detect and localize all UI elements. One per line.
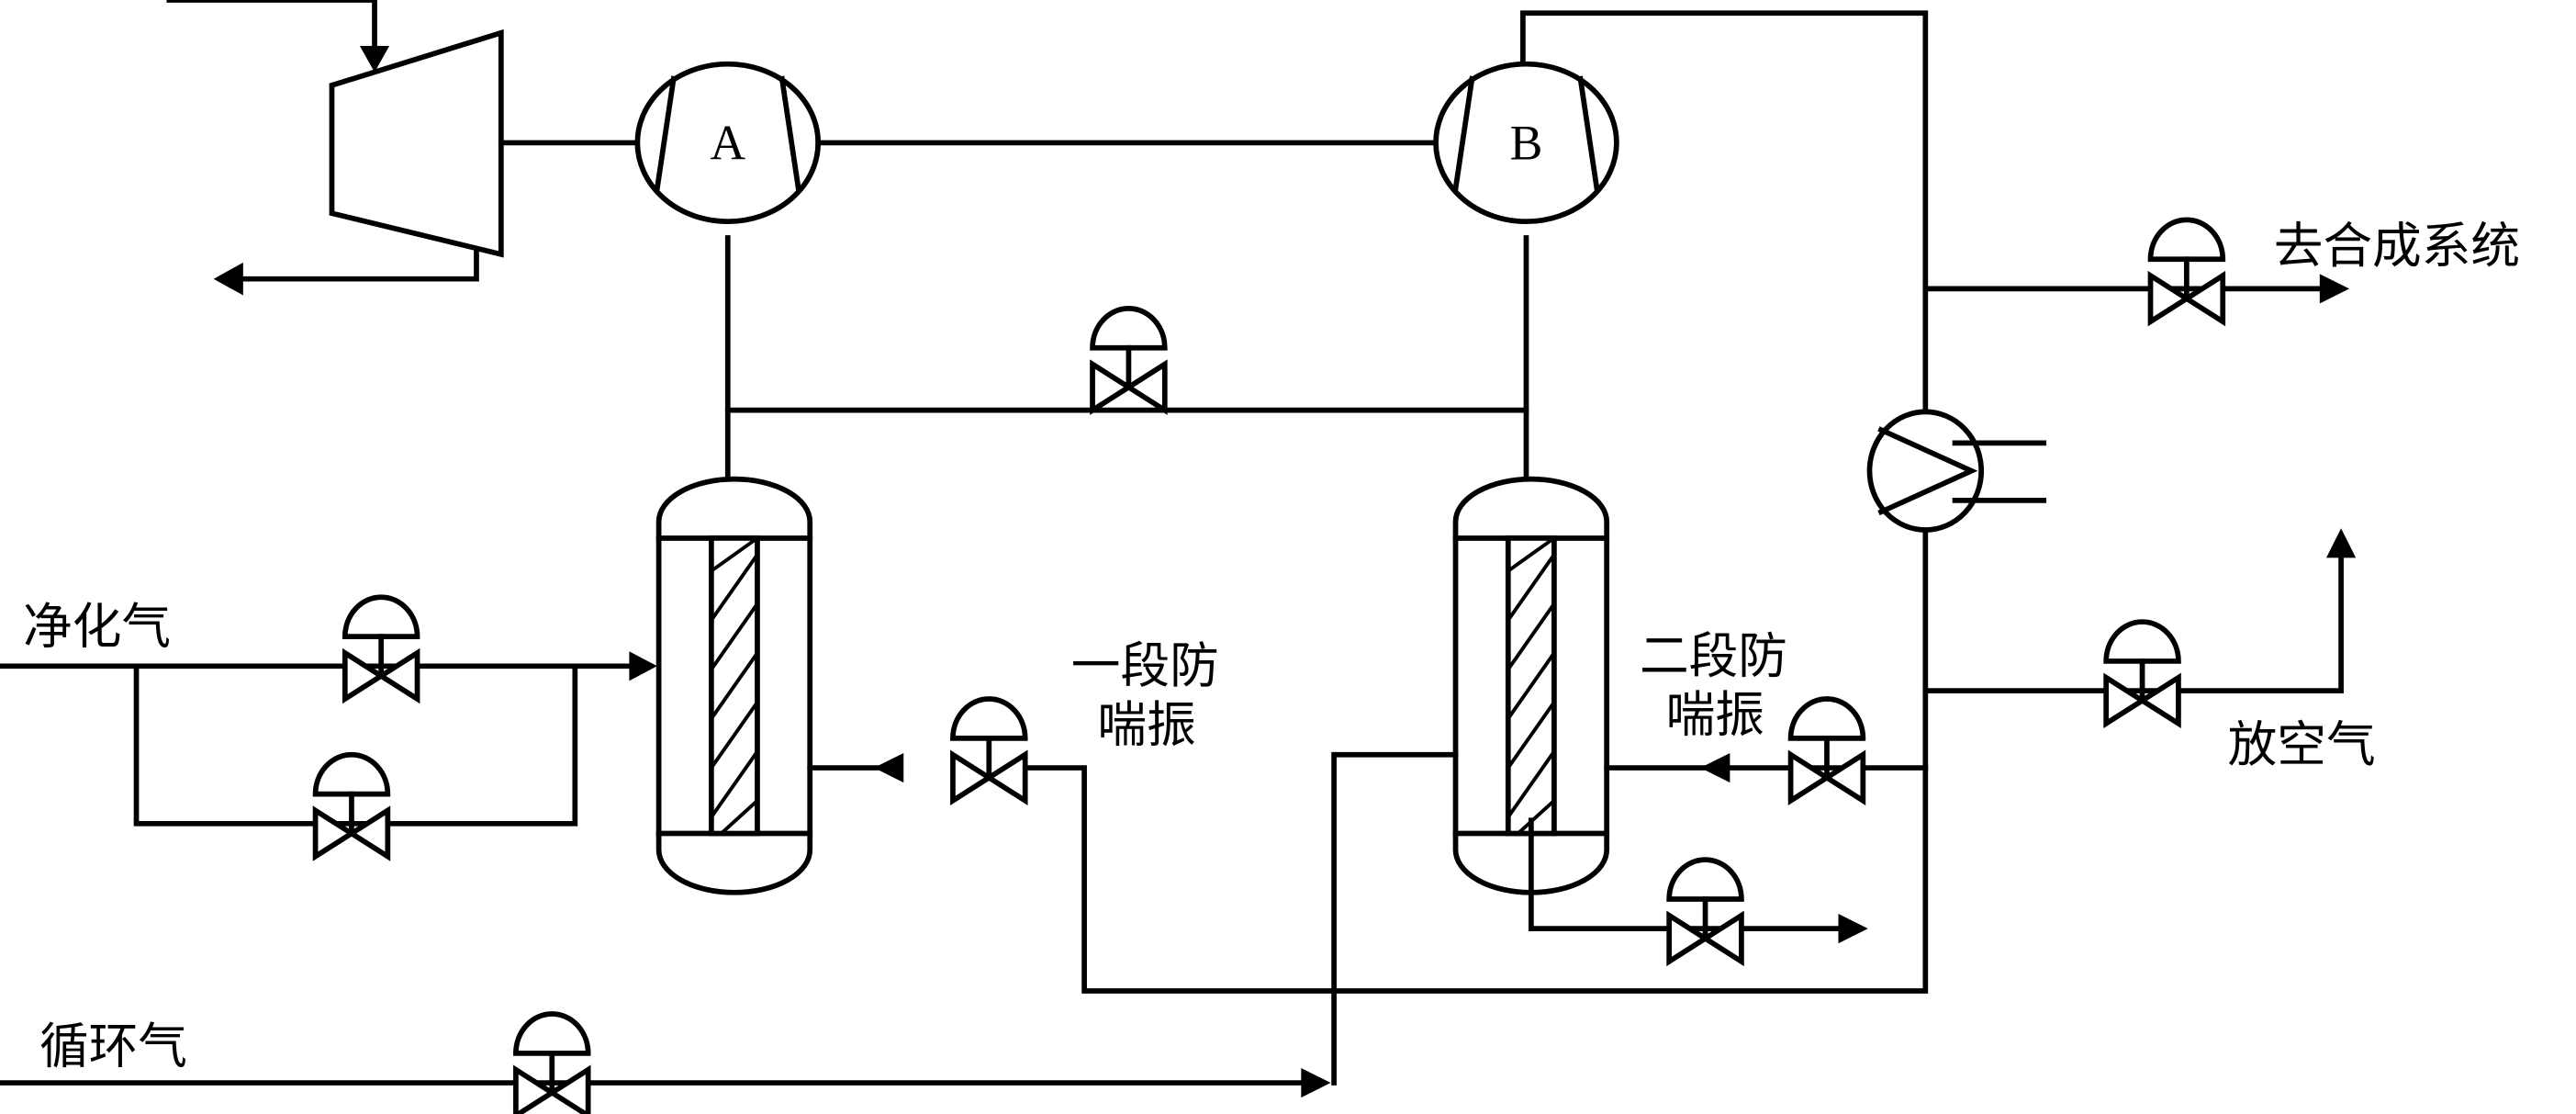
heat-exchanger: [1866, 409, 2047, 533]
purified-gas-line: [0, 651, 657, 827]
compressor-b: B: [1433, 61, 1619, 225]
compressor-b-label: B: [1510, 115, 1543, 170]
to-synthesis-label: 去合成系统: [2274, 217, 2520, 275]
purified-gas-label: 净化气: [23, 597, 171, 655]
discharge-loop-line: [1025, 10, 1929, 994]
antisurge-1-label-1: 一段防: [1071, 636, 1219, 694]
valve-interstage[interactable]: [1092, 309, 1165, 411]
antisurge-2-label-1: 二段防: [1640, 626, 1787, 684]
antisurge-2-label-2: 喘振: [1666, 686, 1764, 744]
valve-vent[interactable]: [2106, 622, 2178, 724]
compressor-a-label: A: [710, 115, 745, 170]
antisurge-1-label-2: 喘振: [1097, 696, 1195, 754]
valve-recycle[interactable]: [516, 1014, 588, 1114]
valve-purified-bypass[interactable]: [316, 755, 388, 857]
valve-drain-2[interactable]: [1669, 860, 1742, 962]
separator-2-inlet-line: [1331, 751, 1459, 1086]
valve-antisurge-2[interactable]: [1791, 699, 1864, 801]
compressor-a: A: [634, 61, 822, 225]
vent-gas-label: 放空气: [2228, 715, 2376, 773]
turbine: [166, 0, 644, 296]
vent-line: [1922, 555, 2344, 693]
valve-purified-main[interactable]: [345, 597, 418, 699]
valve-antisurge-1[interactable]: [953, 699, 1025, 801]
recycle-gas-label: 循环气: [39, 1018, 187, 1075]
separator-1: [659, 479, 811, 893]
valve-to-synthesis[interactable]: [2151, 219, 2223, 321]
